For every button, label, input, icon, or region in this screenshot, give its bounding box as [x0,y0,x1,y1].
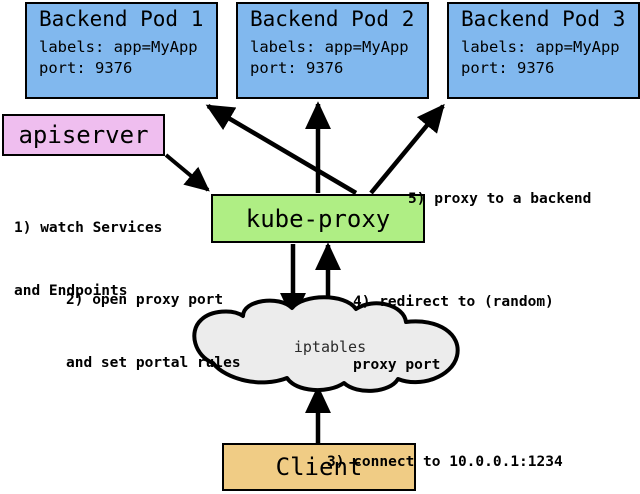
backend-pod-2-title: Backend Pod 2 [250,7,415,31]
step-4-line-2: proxy port [353,357,441,373]
step-2-line-1: 2) open proxy port [66,292,224,308]
backend-pod-2-box[interactable]: Backend Pod 2 labels: app=MyApp port: 93… [236,2,429,99]
client-label: Client [275,453,363,481]
step-4-line-1: 4) redirect to (random) [353,294,554,310]
step-1-line-2: and Endpoints [14,283,128,299]
backend-pod-3-box[interactable]: Backend Pod 3 labels: app=MyApp port: 93… [447,2,640,99]
client-box[interactable]: Client [222,443,416,491]
connector-kubeproxy-to-pod3 [369,103,445,195]
iptables-cloud [192,295,460,393]
backend-pod-2-port: port: 9376 [250,59,344,77]
backend-pod-1-port: port: 9376 [39,59,133,77]
backend-pod-3-title: Backend Pod 3 [461,7,626,31]
step-5-label: 5) proxy to a backend [408,147,591,252]
apiserver-label: apiserver [18,121,149,149]
step-3-label: 3) connect to 10.0.0.1:1234 [327,410,563,494]
iptables-label: iptables [293,338,367,356]
connector-apiserver-to-kubeproxy [164,153,210,192]
step-5-line-1: 5) proxy to a backend [408,191,592,207]
step-1-line-1: 1) watch Services [14,220,163,236]
apiserver-box[interactable]: apiserver [2,114,165,156]
step-2-line-2: and set portal rules [66,355,241,371]
connector-kubeproxy-to-pod1 [205,104,358,195]
kube-proxy-label: kube-proxy [245,204,391,233]
backend-pod-1-labels: labels: app=MyApp [39,38,198,56]
step-3-line-1: 3) connect to 10.0.0.1:1234 [327,454,563,470]
backend-pod-1-title: Backend Pod 1 [39,7,204,31]
step-1-label: 1) watch Services and Endpoints [14,176,162,344]
step-4-label: 4) redirect to (random) proxy port [353,250,554,418]
step-2-label: 2) open proxy port and set portal rules [66,248,241,416]
backend-pod-3-labels: labels: app=MyApp [461,38,620,56]
backend-pod-1-box[interactable]: Backend Pod 1 labels: app=MyApp port: 93… [25,2,218,99]
backend-pod-2-labels: labels: app=MyApp [250,38,409,56]
backend-pod-3-port: port: 9376 [461,59,555,77]
kube-proxy-box[interactable]: kube-proxy [211,194,425,243]
